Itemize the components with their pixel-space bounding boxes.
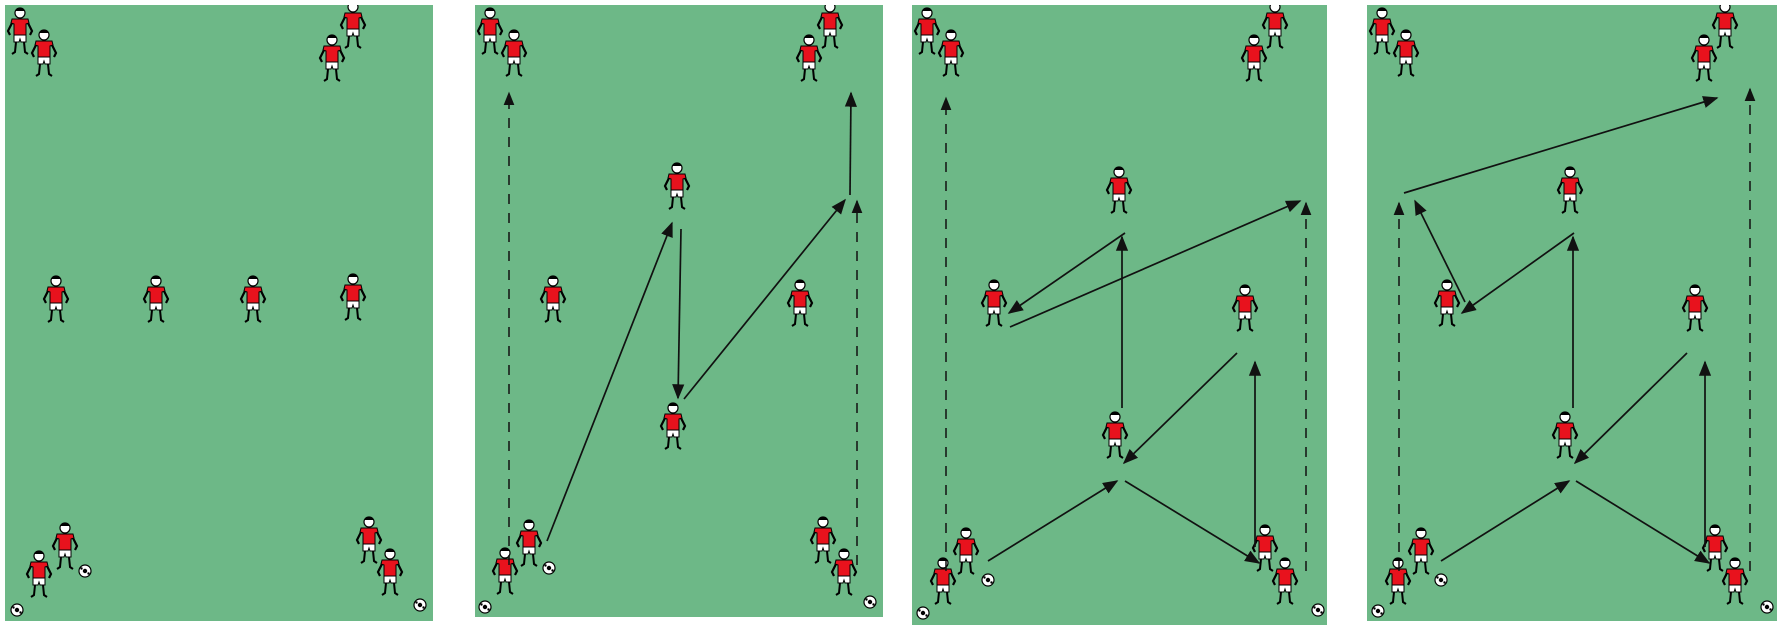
ball-icon (1372, 605, 1384, 617)
pitch-panel-2 (475, 5, 883, 617)
ball-icon (11, 604, 23, 616)
pitch-1 (5, 5, 433, 621)
pitch-panel-1 (5, 5, 433, 621)
ball-icon (479, 601, 491, 613)
pitch-3 (912, 5, 1327, 625)
pitch-panel-4 (1367, 5, 1777, 621)
ball-icon (864, 596, 876, 608)
ball-icon (543, 562, 555, 574)
ball-icon (1761, 601, 1773, 613)
pitch-4 (1367, 5, 1777, 621)
pass-arrow (850, 93, 851, 195)
ball-icon (79, 565, 91, 577)
ball-icon (1312, 604, 1324, 616)
ball-icon (1435, 574, 1447, 586)
ball-icon (414, 599, 426, 611)
ball-icon (917, 607, 929, 619)
ball-icon (982, 574, 994, 586)
pitch-panel-3 (912, 5, 1327, 625)
pitch-2 (475, 5, 883, 617)
